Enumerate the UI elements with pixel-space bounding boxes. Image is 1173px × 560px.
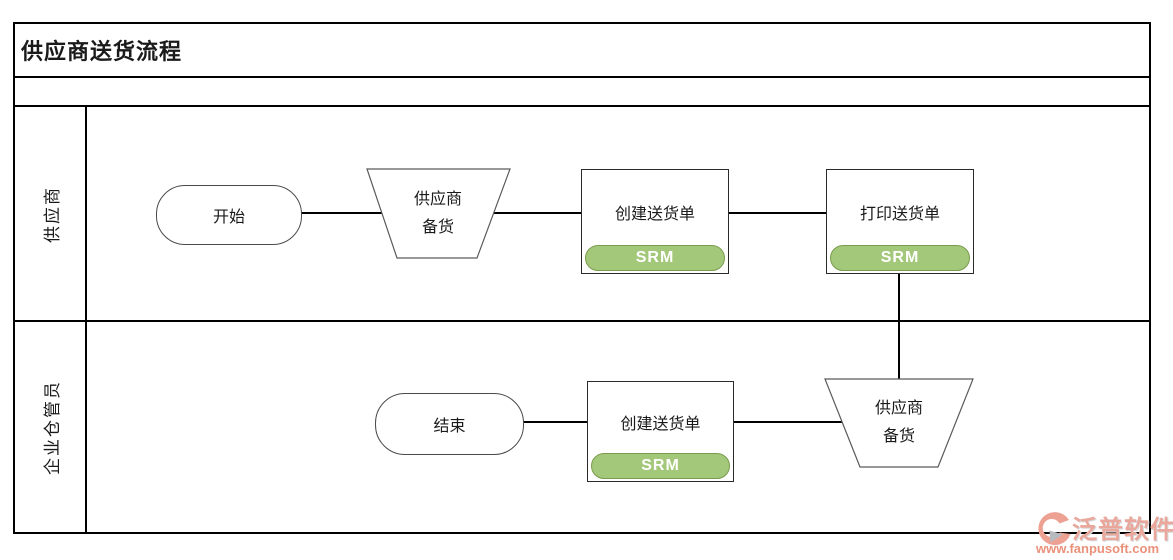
connector-start-to-prepare: [298, 212, 390, 214]
supplier-prepare-trapezoid: 供应商 备货: [364, 168, 512, 260]
diagram-title: 供应商送货流程: [21, 39, 183, 64]
end-node: 结束: [375, 393, 524, 455]
print-delivery-note-box: 打印送货单 SRM: [826, 169, 974, 274]
watermark-name: 泛普软件: [1072, 516, 1173, 544]
diagram-frame: [13, 22, 1151, 534]
prepare-label-line1: 供应商: [413, 191, 462, 208]
create-delivery-note-box-2: 创建送货单 SRM: [587, 381, 734, 482]
srm-badge: SRM: [591, 453, 730, 479]
trapezoid-shape: [824, 378, 974, 468]
trapezoid-shape: [366, 168, 511, 259]
lane-label-warehouse-keeper: 企业仓管员: [42, 379, 62, 475]
header-row-divider: [13, 105, 1149, 107]
srm-badge: SRM: [585, 245, 725, 271]
prepare-label-line2: 备货: [882, 428, 915, 445]
watermark: 泛普软件 www.fanpusoft.com: [1036, 507, 1173, 559]
lane-label-supplier: 供应商: [42, 185, 62, 243]
fanpu-logo-icon: [1038, 512, 1071, 546]
srm-badge: SRM: [830, 245, 970, 271]
prepare-label-line2: 备货: [421, 219, 454, 236]
connector-create-to-print: [726, 212, 828, 214]
title-row-divider: [13, 76, 1149, 78]
create-delivery-note-box: 创建送货单 SRM: [581, 169, 729, 274]
watermark-url: www.fanpusoft.com: [1036, 541, 1160, 556]
start-node: 开始: [156, 185, 302, 245]
connector-create2-to-end: [520, 421, 590, 423]
connector-prepare-to-create: [486, 212, 584, 214]
supplier-prepare-trapezoid-2: 供应商 备货: [823, 378, 975, 468]
lane-label-column-divider: [85, 105, 87, 532]
connector-prepare2-to-create2: [730, 421, 846, 423]
prepare-label-line1: 供应商: [874, 400, 923, 417]
connector-print-to-prepare2: [898, 268, 900, 382]
lane-divider: [13, 320, 1149, 322]
